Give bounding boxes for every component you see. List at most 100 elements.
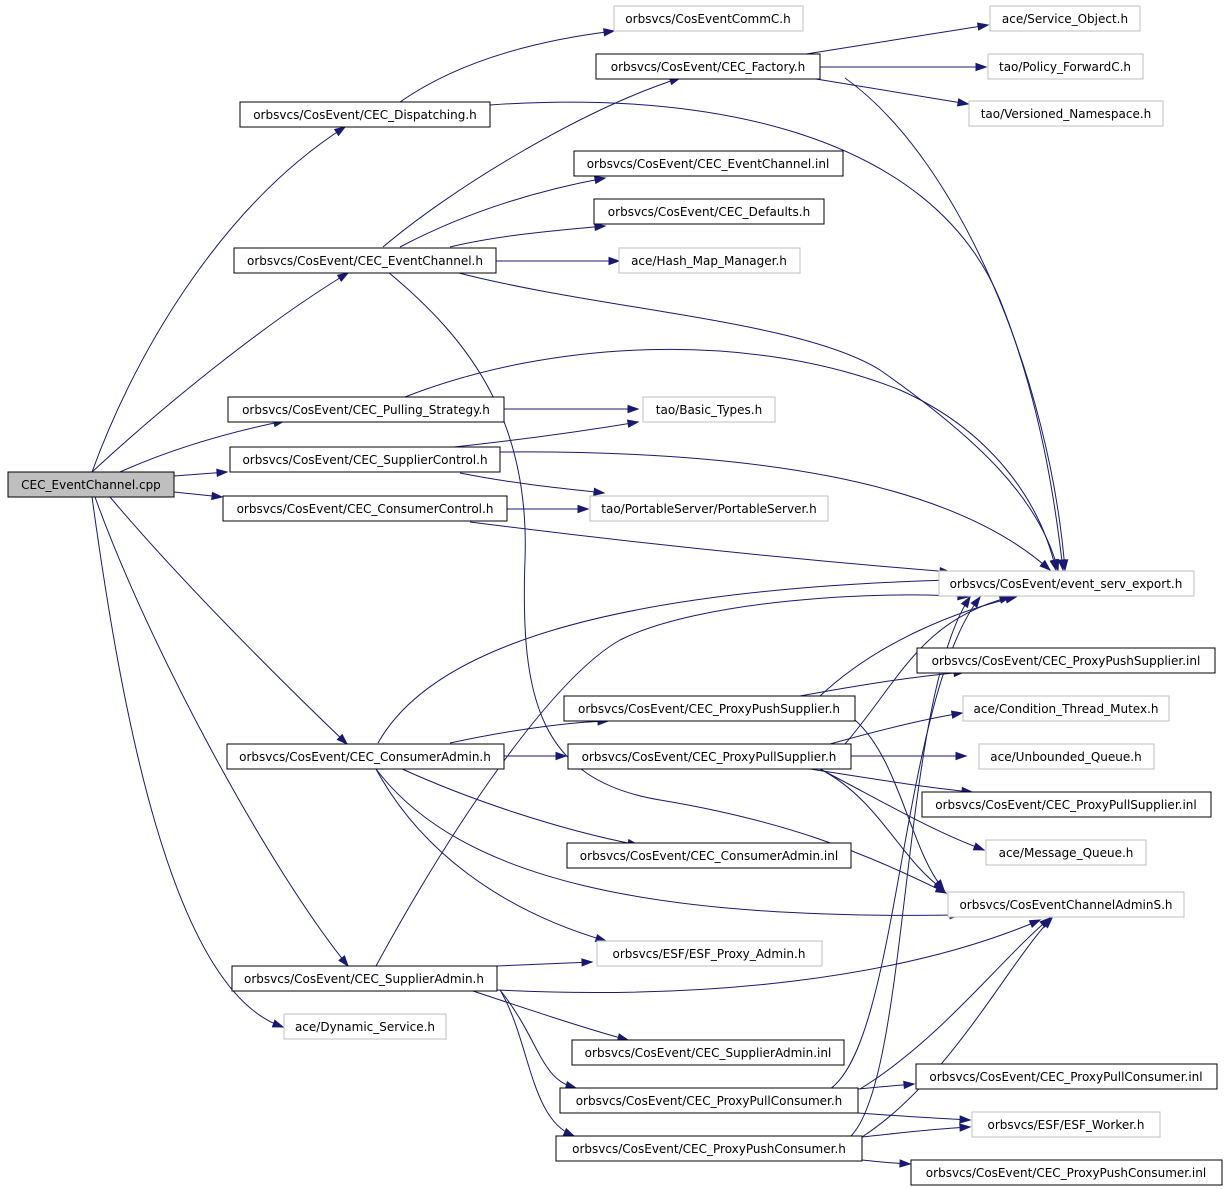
- arrowhead: [998, 595, 1012, 604]
- arrowhead: [608, 256, 621, 266]
- edge-supplieradmin-to-coseventchanneladmins: [496, 919, 1041, 993]
- node-basic-types-h[interactable]: tao/Basic_Types.h: [642, 396, 776, 423]
- arrowhead: [577, 504, 590, 514]
- arrowhead: [333, 126, 347, 137]
- node-cec-eventchannel-cpp[interactable]: CEC_EventChannel.cpp: [7, 471, 175, 498]
- arrowhead: [555, 751, 568, 761]
- edge-proxypushsupplier-to-proxypushsupplier-inl: [799, 671, 965, 697]
- node-cec-supplieradmin-inl[interactable]: orbsvcs/CosEvent/CEC_SupplierAdmin.inl: [571, 1039, 845, 1066]
- node-label: orbsvcs/CosEvent/event_serv_export.h: [950, 577, 1183, 591]
- node-label: orbsvcs/CosEvent/CEC_ConsumerAdmin.inl: [580, 849, 838, 863]
- node-label: ace/Service_Object.h: [1002, 12, 1128, 26]
- edge-proxypullsupplier-to-condition-thread-mutex: [829, 712, 963, 745]
- arrowhead: [593, 487, 606, 496]
- edge-consumercontrol-to-event-serv-export: [469, 521, 951, 573]
- arrowhead: [1059, 559, 1069, 572]
- arrowhead: [959, 1115, 972, 1124]
- arrowhead: [956, 98, 970, 107]
- arrowhead: [933, 880, 946, 891]
- arrowhead: [336, 733, 349, 746]
- node-cec-supplieradmin-h[interactable]: orbsvcs/CosEvent/CEC_SupplierAdmin.h: [231, 965, 498, 992]
- node-label: orbsvcs/CosEvent/CEC_ProxyPullSupplier.h: [582, 750, 837, 764]
- node-label: orbsvcs/ESF/ESF_Worker.h: [988, 1118, 1145, 1132]
- edge-root-to-eventchannel-h: [91, 272, 349, 473]
- edge-root-to-consumeradmin: [109, 496, 348, 745]
- edge-proxypullsupplier-to-coseventchanneladmins: [819, 768, 945, 891]
- node-service-object-h[interactable]: ace/Service_Object.h: [989, 5, 1141, 32]
- node-portableserver-h[interactable]: tao/PortableServer/PortableServer.h: [589, 495, 829, 522]
- arrowhead: [594, 933, 608, 943]
- edge-consumeradmin-to-event-serv-export: [377, 579, 951, 744]
- arrowhead: [972, 842, 986, 851]
- arrowhead: [1041, 916, 1054, 929]
- node-label: orbsvcs/CosEvent/CEC_SupplierAdmin.inl: [585, 1046, 832, 1060]
- node-label: orbsvcs/CosEvent/CEC_ProxyPushConsumer.h: [572, 1142, 846, 1156]
- edge-proxypushsupplier-to-event-serv-export: [819, 596, 1017, 697]
- edge-consumeradmin-to-coseventchanneladmins: [375, 768, 961, 916]
- edge-proxypullsupplier-to-proxypullsupplier-inl: [809, 768, 973, 793]
- edge-proxypushsupplier-to-coseventchanneladmins: [854, 719, 945, 891]
- node-cec-proxypushsupplier-inl[interactable]: orbsvcs/CosEvent/CEC_ProxyPushSupplier.i…: [916, 647, 1216, 674]
- node-label: orbsvcs/CosEvent/CEC_SupplierAdmin.h: [244, 972, 484, 986]
- node-label: orbsvcs/CosEvent/CEC_ProxyPushSupplier.i…: [932, 654, 1201, 668]
- arrowhead: [562, 1127, 576, 1137]
- node-label: orbsvcs/CosEvent/CEC_ProxyPullSupplier.i…: [935, 798, 1196, 812]
- node-label: orbsvcs/CosEvent/CEC_ProxyPushSupplier.h: [578, 702, 840, 716]
- node-policy-forwardc-h[interactable]: tao/Policy_ForwardC.h: [987, 53, 1144, 80]
- node-cec-pulling-strategy-h[interactable]: orbsvcs/CosEvent/CEC_Pulling_Strategy.h: [227, 396, 505, 423]
- node-cec-proxypullsupplier-h[interactable]: orbsvcs/CosEvent/CEC_ProxyPullSupplier.h: [567, 743, 852, 770]
- node-cec-proxypushsupplier-h[interactable]: orbsvcs/CosEvent/CEC_ProxyPushSupplier.h: [563, 695, 856, 722]
- node-cec-eventchannel-h[interactable]: orbsvcs/CosEvent/CEC_EventChannel.h: [233, 247, 497, 274]
- node-cec-suppliercontrol-h[interactable]: orbsvcs/CosEvent/CEC_SupplierControl.h: [229, 446, 501, 473]
- node-cec-proxypullsupplier-inl[interactable]: orbsvcs/CosEvent/CEC_ProxyPullSupplier.i…: [921, 791, 1212, 818]
- node-cec-consumercontrol-h[interactable]: orbsvcs/CosEvent/CEC_ConsumerControl.h: [222, 495, 508, 522]
- node-esf-worker-h[interactable]: orbsvcs/ESF/ESF_Worker.h: [971, 1111, 1161, 1138]
- node-dynamic-service-h[interactable]: ace/Dynamic_Service.h: [283, 1013, 447, 1040]
- node-label: ace/Hash_Map_Manager.h: [631, 254, 787, 268]
- node-label: orbsvcs/CosEvent/CEC_ProxyPullConsumer.h: [576, 1094, 843, 1108]
- arrowhead: [955, 751, 968, 761]
- node-label: orbsvcs/CosEvent/CEC_Pulling_Strategy.h: [242, 403, 490, 417]
- edge-supplieradmin-to-proxypullconsumer: [499, 989, 577, 1089]
- node-cec-proxypushconsumer-h[interactable]: orbsvcs/CosEvent/CEC_ProxyPushConsumer.h: [555, 1135, 863, 1162]
- arrowhead: [975, 62, 988, 72]
- node-cec-proxypullconsumer-h[interactable]: orbsvcs/CosEvent/CEC_ProxyPullConsumer.h: [559, 1087, 859, 1114]
- node-cec-proxypushconsumer-inl[interactable]: orbsvcs/CosEvent/CEC_ProxyPushConsumer.i…: [910, 1159, 1223, 1186]
- arrowhead: [338, 955, 349, 968]
- node-label: orbsvcs/CosEvent/CEC_EventChannel.inl: [587, 157, 830, 171]
- arrowhead: [216, 468, 229, 477]
- node-label: orbsvcs/CosEvent/CEC_EventChannel.h: [247, 254, 483, 268]
- node-cec-defaults-h[interactable]: orbsvcs/CosEvent/CEC_Defaults.h: [593, 198, 825, 225]
- edge-consumeradmin-to-proxypushsupplier: [449, 720, 609, 744]
- arrowhead: [336, 272, 350, 283]
- node-label: ace/Unbounded_Queue.h: [990, 750, 1141, 764]
- edge-supplieradmin-to-proxypushconsumer: [499, 989, 575, 1137]
- arrowhead: [594, 222, 607, 232]
- node-message-queue-h[interactable]: ace/Message_Queue.h: [985, 839, 1147, 866]
- edge-root-to-pulling-strategy: [119, 420, 285, 473]
- arrowhead: [627, 404, 640, 414]
- node-label: tao/PortableServer/PortableServer.h: [601, 502, 816, 516]
- node-cec-consumeradmin-h[interactable]: orbsvcs/CosEvent/CEC_ConsumerAdmin.h: [226, 743, 505, 770]
- node-label: orbsvcs/ESF/ESF_Proxy_Admin.h: [613, 947, 806, 961]
- arrowhead: [626, 419, 640, 428]
- node-cec-factory-h[interactable]: orbsvcs/CosEvent/CEC_Factory.h: [595, 53, 821, 80]
- node-cec-consumeradmin-inl[interactable]: orbsvcs/CosEvent/CEC_ConsumerAdmin.inl: [566, 842, 852, 869]
- node-coseventchanneladmins-h[interactable]: orbsvcs/CosEventChannelAdminS.h: [947, 891, 1185, 918]
- edge-factory-to-service-object: [799, 24, 989, 56]
- node-condition-thread-mutex-h[interactable]: ace/Condition_Thread_Mutex.h: [962, 695, 1170, 722]
- edge-eventchannel-to-eventchannel-inl: [399, 177, 606, 248]
- node-label: ace/Condition_Thread_Mutex.h: [974, 702, 1159, 716]
- node-hash-map-manager-h[interactable]: ace/Hash_Map_Manager.h: [618, 247, 801, 274]
- node-cec-proxypullconsumer-inl[interactable]: orbsvcs/CosEvent/CEC_ProxyPullConsumer.i…: [915, 1063, 1218, 1090]
- node-event-serv-export-h[interactable]: orbsvcs/CosEvent/event_serv_export.h: [938, 570, 1195, 597]
- node-unbounded-queue-h[interactable]: ace/Unbounded_Queue.h: [978, 743, 1155, 770]
- node-cec-eventchannel-inl[interactable]: orbsvcs/CosEvent/CEC_EventChannel.inl: [573, 150, 844, 177]
- node-esf-proxy-admin-h[interactable]: orbsvcs/ESF/ESF_Proxy_Admin.h: [596, 940, 823, 967]
- node-versioned-namespace-h[interactable]: tao/Versioned_Namespace.h: [968, 100, 1164, 127]
- node-cec-dispatching-h[interactable]: orbsvcs/CosEvent/CEC_Dispatching.h: [239, 101, 491, 128]
- node-coseventcommc-h[interactable]: orbsvcs/CosEventCommC.h: [613, 5, 804, 32]
- edge-factory-to-event-serv-export: [844, 77, 1066, 571]
- edge-pulling-to-event-serv-export: [404, 348, 1057, 571]
